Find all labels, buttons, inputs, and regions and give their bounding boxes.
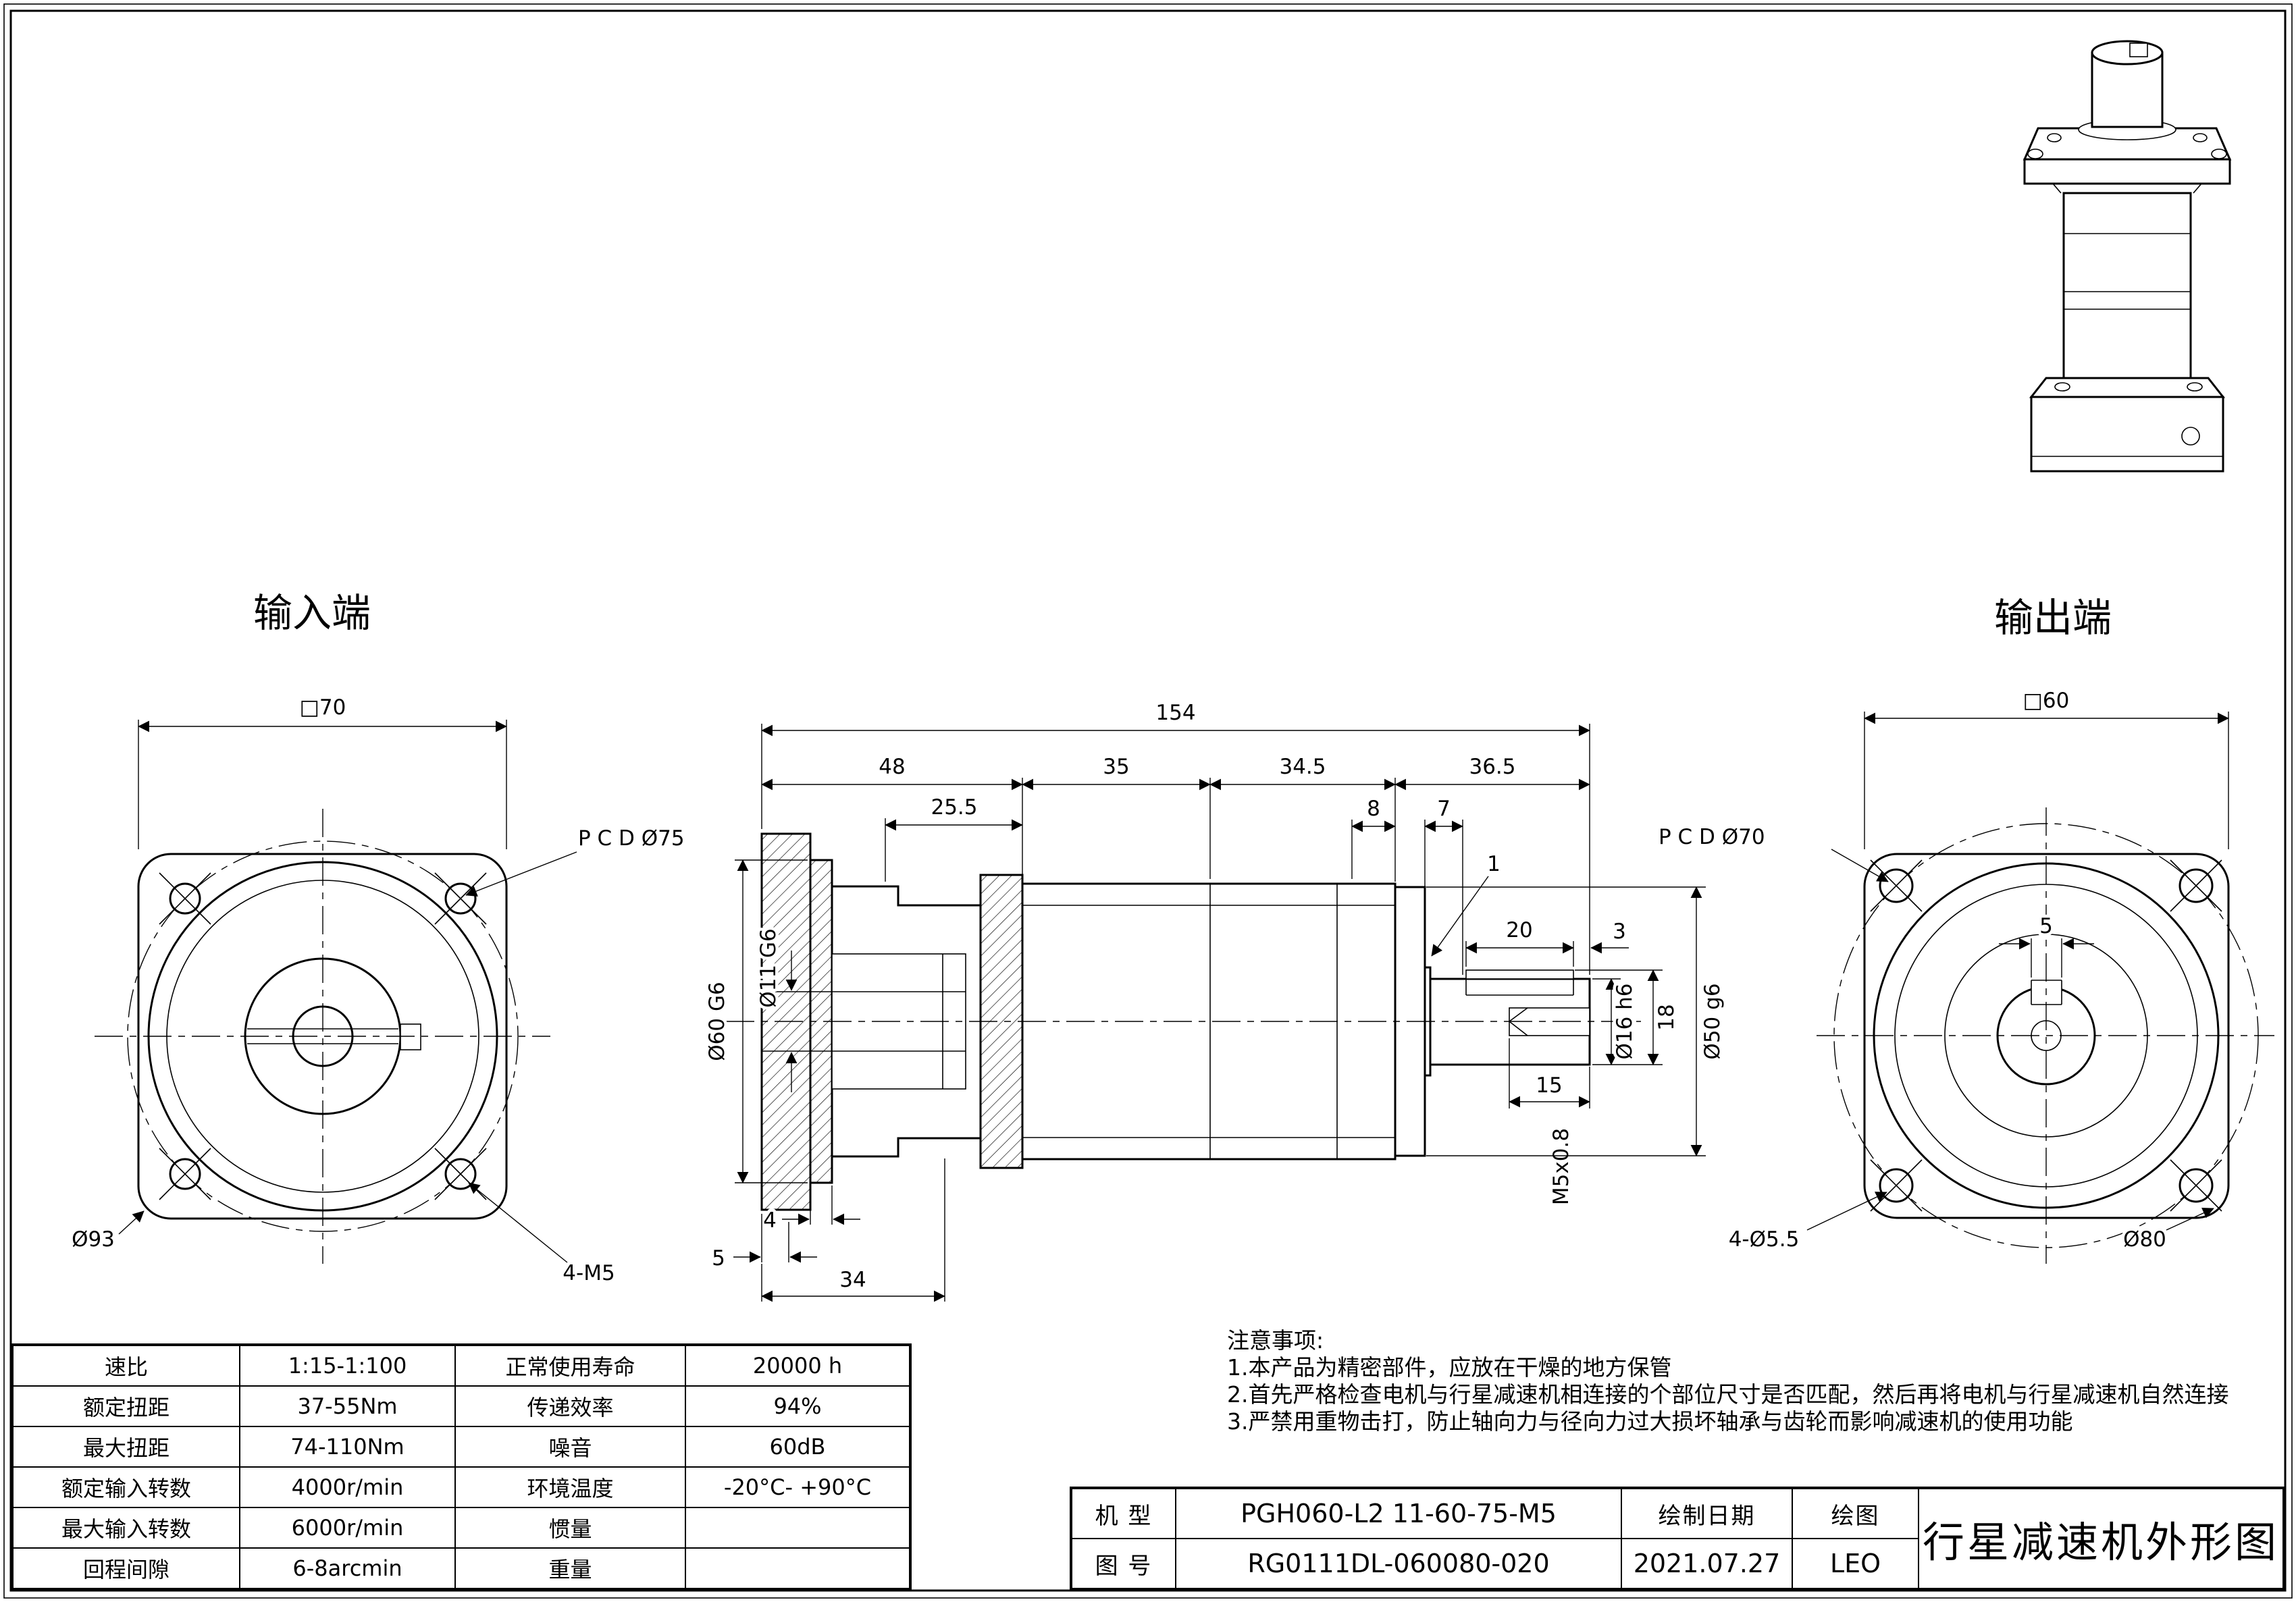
spec-label: 环境温度 [455,1467,685,1507]
outer-border [3,3,2293,1599]
shaft-key [1465,969,1574,980]
output-end-label: 输出端 [1994,595,2112,641]
section-dimensions: 154 48 35 34.5 36.5 25.5 8 7 1 20 3 [702,698,1728,1302]
spec-value: 6-8arcmin [240,1548,455,1588]
section-view: 154 48 35 34.5 36.5 25.5 8 7 1 20 3 [702,698,1728,1302]
spec-label: 回程间隙 [13,1548,240,1588]
author-value: LEO [1792,1539,1919,1588]
spec-value: 94% [685,1386,910,1426]
drawing-title: 行星减速机外形图 [1919,1489,2283,1588]
spec-table: 速比 1:15-1:100 正常使用寿命 20000 h 额定扭距 37-55N… [11,1343,912,1591]
spec-label: 最大输入转数 [13,1507,240,1548]
model-label: 机 型 [1072,1489,1176,1539]
input-end-label: 输入端 [253,590,371,636]
dim-flange-50: Ø50 g6 [1700,983,1725,1059]
output-dimensions: □60 P C D Ø70 5 4-Ø5.5 Ø80 [1656,686,2229,1255]
spec-value: 1:15-1:100 [240,1345,455,1386]
spec-label: 最大扭距 [13,1426,240,1467]
spec-label: 正常使用寿命 [455,1345,685,1386]
spec-label: 额定扭距 [13,1386,240,1426]
spec-value: -20°C- +90°C [685,1467,910,1507]
dim-square-60: □60 [2023,689,2070,713]
dim-25-5: 25.5 [931,795,977,820]
input-end-view: 输入端 □70 P C D Ø75 Ø93 [69,590,688,1289]
spec-label: 噪音 [455,1426,685,1467]
isometric-view [2023,40,2232,473]
spec-value: 74-110Nm [240,1426,455,1467]
title-block: 机 型 PGH060-L2 11-60-75-M5 绘制日期 绘图 行星减速机外… [1070,1487,2285,1591]
note-item-3: 3.严禁用重物击打，防止轴向力与径向力过大损坏轴承与齿轮而影响减速机的使用功能 [1227,1408,2073,1435]
date-label: 绘制日期 [1621,1489,1792,1539]
model-value: PGH060-L2 11-60-75-M5 [1176,1489,1621,1539]
inner-border [9,9,2287,1592]
dim-seg-48: 48 [879,755,905,779]
dim-1: 1 [1487,852,1501,876]
dim-seg-36-5: 36.5 [1469,755,1515,779]
dim-screws-4m5: 4-M5 [563,1261,615,1285]
spec-value: 6000r/min [240,1507,455,1548]
dim-pcd-75: P C D Ø75 [578,826,685,851]
iso-shaft-keyway [2129,43,2148,57]
author-label: 绘图 [1792,1489,1919,1539]
dim-key-20: 20 [1506,918,1532,942]
dim-7: 7 [1437,797,1451,821]
dim-tap-15: 15 [1536,1073,1562,1098]
dim-pilot-60: Ø60 G6 [705,982,729,1061]
dim-key-3: 3 [1613,919,1626,944]
spec-label: 重量 [455,1548,685,1588]
dim-34: 34 [839,1268,866,1292]
dim-8: 8 [1367,797,1380,821]
notes-title: 注意事项: [1227,1327,1324,1354]
dim-seg-35: 35 [1103,755,1129,779]
dim-18: 18 [1654,1004,1679,1030]
note-item-1: 1.本产品为精密部件，应放在干燥的地方保管 [1227,1354,1672,1381]
spec-value: 37-55Nm [240,1386,455,1426]
dim-screws-5-5: 4-Ø5.5 [1729,1227,1800,1252]
input-screw-holes [159,872,487,1200]
dim-thread-m5: M5x0.8 [1549,1128,1573,1205]
spec-value: 4000r/min [240,1467,455,1507]
dim-outer-80: Ø80 [2123,1227,2166,1252]
output-end-view: 输出端 □60 P C D Ø70 [1656,595,2274,1264]
dim-outer-93: Ø93 [72,1227,115,1252]
dim-bore-11: Ø11 G6 [756,928,781,1007]
spec-value: 60dB [685,1426,910,1467]
spec-label: 额定输入转数 [13,1467,240,1507]
no-label: 图 号 [1072,1539,1176,1588]
spec-value [685,1548,910,1588]
spec-label: 速比 [13,1345,240,1386]
no-value: RG0111DL-060080-020 [1176,1539,1621,1588]
note-item-2: 2.首先严格检查电机与行星减速机相连接的个部位尺寸是否匹配，然后再将电机与行星减… [1227,1381,2229,1408]
spec-value: 20000 h [685,1345,910,1386]
dim-seg-34-5: 34.5 [1279,755,1326,779]
spec-label: 传递效率 [455,1386,685,1426]
input-dimensions: □70 P C D Ø75 Ø93 4-M5 [69,693,688,1289]
dim-key-5: 5 [2039,914,2053,938]
dim-pcd-70: P C D Ø70 [1659,825,1765,849]
spec-value [685,1507,910,1548]
input-pcd-circle [127,840,519,1232]
date-value: 2021.07.27 [1621,1539,1792,1588]
spec-label: 惯量 [455,1507,685,1548]
output-screw-holes [1870,859,2222,1212]
clamp-screw-slot [400,1023,421,1050]
notes: 注意事项: 1.本产品为精密部件，应放在干燥的地方保管 2.首先严格检查电机与行… [1227,1327,2294,1435]
dim-total-154: 154 [1155,701,1195,725]
dim-shaft-16: Ø16 h6 [1613,983,1637,1059]
dim-5: 5 [712,1246,725,1271]
dim-square-70: □70 [300,695,346,720]
dim-4: 4 [763,1208,777,1233]
